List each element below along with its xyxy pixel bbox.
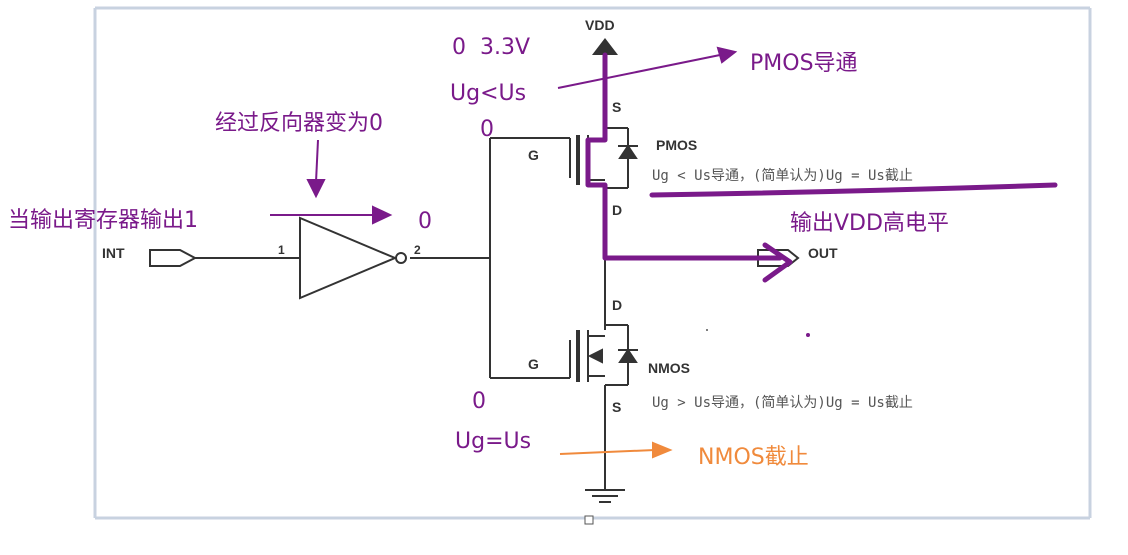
gate-top-zero-annotation: 0: [480, 117, 494, 142]
ground-symbol: [585, 489, 625, 503]
output-vdd-high-annotation: 输出VDD高电平: [790, 211, 949, 236]
ug-equal-us-annotation: Ug=Us: [455, 429, 531, 454]
inverter-symbol: [299, 216, 407, 300]
pmos-gate-label: G: [528, 147, 539, 163]
nmos-name-label: NMOS: [648, 360, 690, 376]
pmos-on-annotation: PMOS导通: [750, 51, 858, 76]
inverter-note-annotation: 经过反向器变为0: [215, 111, 383, 136]
pmos-condition-note: Ug < Us导通，(简单认为)Ug = Us截止: [652, 167, 913, 184]
nmos-gate-label: G: [528, 356, 539, 372]
annotation-arrows: [270, 46, 738, 225]
pmos-name-label: PMOS: [656, 137, 697, 153]
gate-top-levels-annotation: 0 3.3V: [452, 35, 530, 60]
pmos-drain-label: D: [612, 202, 622, 218]
stray-dot: [806, 333, 810, 337]
gate-bottom-zero-annotation: 0: [472, 389, 486, 414]
nmos-transistor: [576, 324, 638, 386]
pmos-source-label: S: [612, 99, 621, 115]
diagram-frame: [93, 6, 1092, 520]
vdd-arrow-symbol: [592, 38, 618, 55]
register-output-annotation: 当输出寄存器输出1: [8, 208, 198, 233]
inverter-pin-1: 1: [278, 243, 285, 257]
inverter-out-zero-annotation: 0: [418, 209, 432, 234]
annotation-strokes: [585, 52, 1058, 283]
stray-dot: [706, 329, 708, 331]
out-label: OUT: [808, 245, 838, 261]
int-port: [149, 249, 198, 267]
int-label: INT: [102, 245, 125, 261]
frame-marker: [584, 515, 594, 525]
nmos-drain-label: D: [612, 297, 622, 313]
nmos-source-label: S: [612, 399, 621, 415]
nmos-annotation-arrow: [559, 441, 673, 459]
nmos-condition-note: Ug > Us导通，(简单认为)Ug = Us截止: [652, 394, 913, 411]
inverter-pin-2: 2: [414, 243, 421, 257]
vdd-label: VDD: [585, 17, 615, 33]
ug-less-us-annotation: Ug<Us: [450, 81, 526, 106]
nmos-off-annotation: NMOS截止: [698, 445, 809, 470]
